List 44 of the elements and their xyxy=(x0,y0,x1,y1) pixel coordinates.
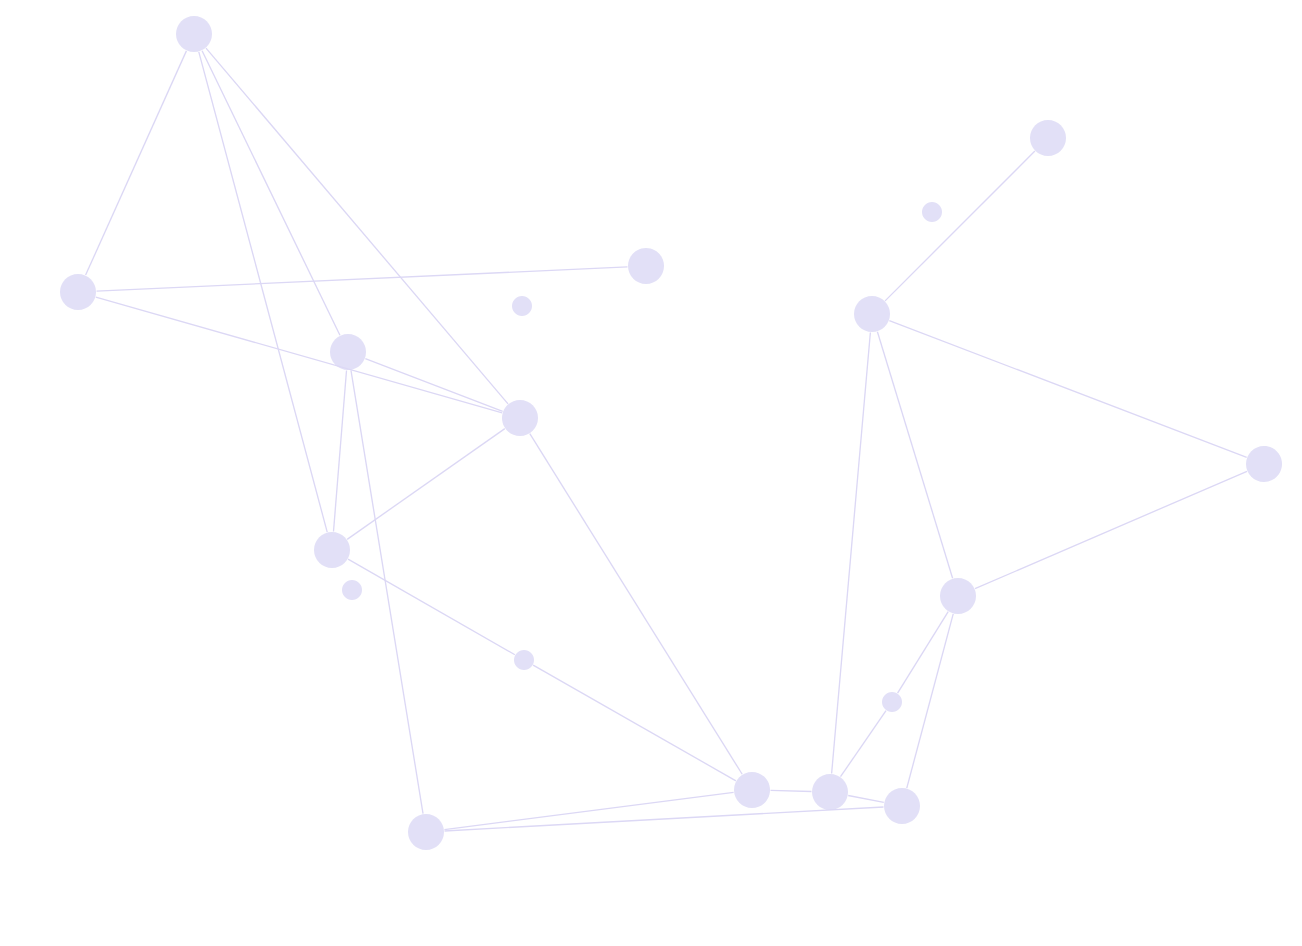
connector-line xyxy=(443,806,885,832)
connector-line xyxy=(347,558,516,656)
connector-line xyxy=(346,427,506,540)
network-node xyxy=(342,580,362,600)
connector-line xyxy=(888,319,1248,459)
network-node xyxy=(854,296,890,332)
connector-line xyxy=(876,331,954,579)
network-node xyxy=(922,202,942,222)
connector-line xyxy=(84,50,188,276)
network-node xyxy=(314,532,350,568)
network-node xyxy=(330,334,366,370)
connector-line xyxy=(830,331,872,775)
connector-line xyxy=(443,791,735,831)
network-node xyxy=(408,814,444,850)
network-node xyxy=(882,692,902,712)
network-node xyxy=(628,248,664,284)
connector-line xyxy=(884,150,1036,302)
connector-line xyxy=(906,613,954,789)
network-node xyxy=(514,650,534,670)
network-node xyxy=(734,772,770,808)
network-node xyxy=(176,16,212,52)
connector-line xyxy=(201,50,341,336)
network-node xyxy=(502,400,538,436)
connector-line xyxy=(95,296,503,414)
connector-line xyxy=(529,433,743,775)
connector-line xyxy=(205,47,509,405)
connector-line xyxy=(769,789,813,793)
network-node xyxy=(1246,446,1282,482)
connector-line xyxy=(350,369,424,815)
network-node xyxy=(512,296,532,316)
connector-line xyxy=(332,369,348,533)
connector-line xyxy=(532,664,737,782)
connector-line xyxy=(847,794,885,804)
network-node xyxy=(1030,120,1066,156)
connector-line xyxy=(198,51,328,533)
connector-line xyxy=(896,611,949,694)
network-node xyxy=(884,788,920,824)
network-node xyxy=(60,274,96,310)
connector-line xyxy=(95,266,629,292)
connector-line xyxy=(839,710,887,778)
connector-line xyxy=(974,470,1248,590)
network-node xyxy=(812,774,848,810)
connector-line xyxy=(364,357,504,412)
network-node xyxy=(940,578,976,614)
